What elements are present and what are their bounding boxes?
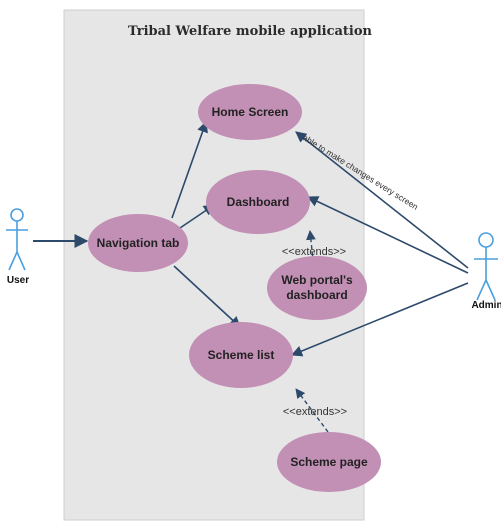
- use-case-home-screen-label: Home Screen: [212, 105, 289, 119]
- use-case-web-portal-dashboard-label-line2: dashboard: [286, 288, 347, 302]
- navigation-to-home-line: [171, 120, 208, 219]
- admin-to-dashboard-line: [306, 196, 469, 274]
- admin-to-home-line: [295, 131, 469, 269]
- use-case-scheme-list: Scheme list: [189, 322, 293, 388]
- user-actor-label: User: [7, 275, 29, 286]
- use-case-web-portal-dashboard-label-line1: Web portal's: [281, 273, 353, 287]
- extends-label-scheme-list: <<extends>>: [283, 406, 347, 418]
- admin-actor-icon: [474, 232, 498, 301]
- extends-label-dashboard: <<extends>>: [282, 246, 346, 258]
- use-case-dashboard-label: Dashboard: [227, 195, 290, 209]
- extends-scheme-list-line: [295, 388, 329, 433]
- use-case-scheme-page: Scheme page: [277, 432, 381, 492]
- navigation-to-scheme-list-line: [173, 265, 241, 328]
- user-actor-icon: [6, 208, 28, 271]
- use-case-navigation-tab: Navigation tab: [88, 214, 188, 272]
- system-title: Tribal Welfare mobile application: [128, 24, 373, 39]
- use-case-scheme-list-label: Scheme list: [208, 348, 275, 362]
- use-case-home-screen: Home Screen: [198, 84, 302, 140]
- use-case-dashboard: Dashboard: [206, 170, 310, 234]
- admin-to-scheme-list-line: [290, 282, 469, 357]
- use-case-navigation-tab-label: Navigation tab: [97, 236, 180, 250]
- use-case-web-portal-dashboard: Web portal's dashboard: [267, 256, 367, 320]
- use-case-scheme-page-label: Scheme page: [290, 455, 368, 469]
- admin-actor-label: Admin: [471, 300, 501, 311]
